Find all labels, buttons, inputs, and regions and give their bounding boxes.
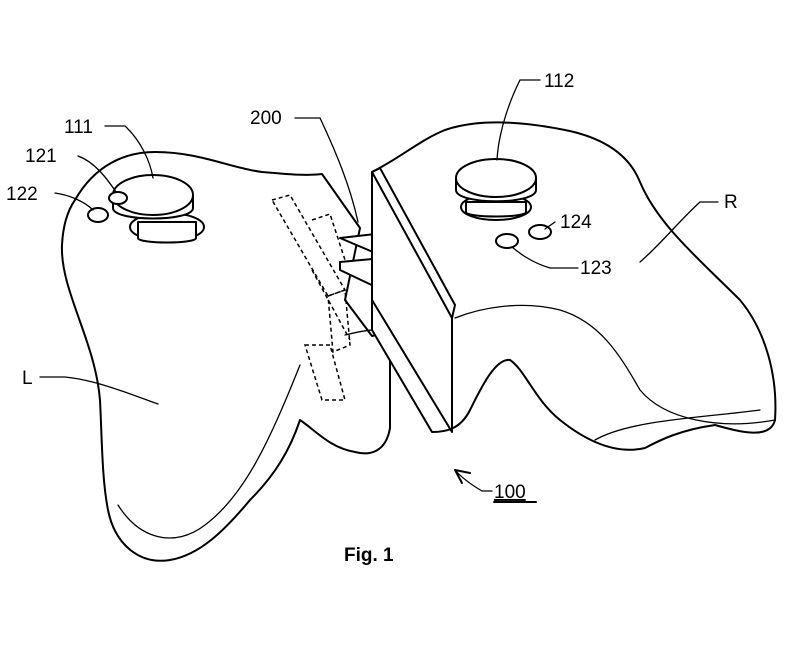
button-121 [108,191,128,205]
label-R: R [724,192,738,213]
label-100: 100 [494,482,526,503]
label-124: 124 [560,212,592,233]
label-L: L [22,368,33,389]
left-analog-stick [112,174,205,244]
left-half-body [60,151,391,562]
reference-labels: 111 121 122 112 200 124 123 R L 100 [6,71,738,503]
label-112: 112 [544,71,574,92]
button-122 [87,207,109,223]
right-analog-stick [455,158,537,221]
label-123: 123 [580,258,612,279]
label-111: 111 [64,117,93,138]
button-123 [495,233,519,249]
right-grip-contour [454,304,776,425]
label-121: 121 [25,146,57,167]
left-controller-half [60,151,393,562]
left-grip-contour [117,364,301,539]
label-122: 122 [6,184,38,205]
label-200: 200 [250,108,282,129]
hidden-linkage [270,194,351,401]
figure-caption: Fig. 1 [344,545,394,566]
leader-lines [39,79,719,492]
right-controller-half [371,121,777,451]
right-split-face [371,171,453,433]
